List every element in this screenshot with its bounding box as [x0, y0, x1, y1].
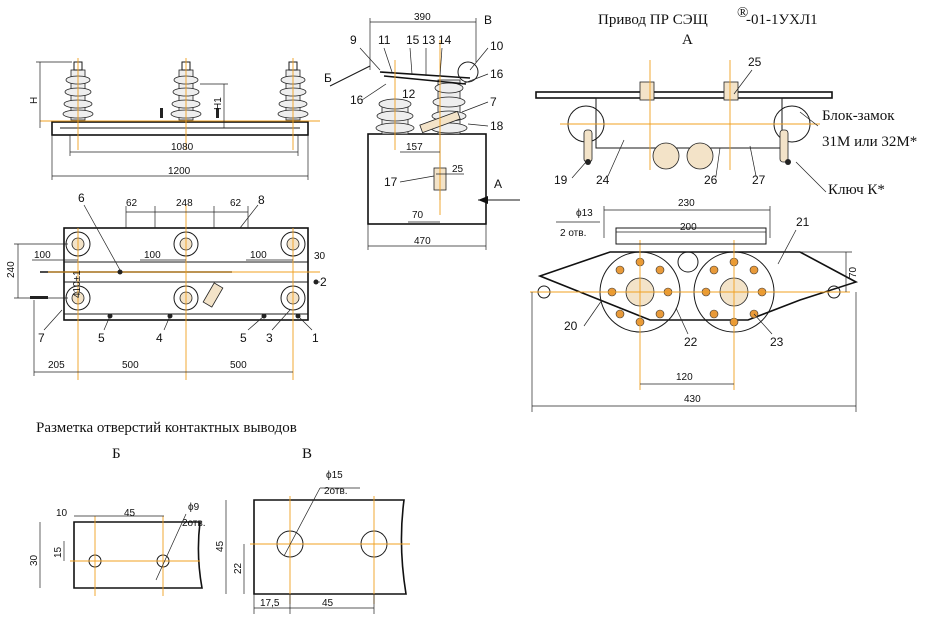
callout-26: 26	[704, 173, 718, 187]
callout-17: 17	[384, 175, 398, 189]
arrow-v-label: В	[484, 13, 492, 27]
callout-23: 23	[770, 335, 784, 349]
callout-16a: 16	[490, 67, 504, 81]
top-dim-100b: 100	[144, 250, 161, 261]
callout-5b: 5	[240, 331, 247, 345]
hole-v-plate	[253, 499, 407, 595]
top-dim-100a: 100	[34, 250, 51, 261]
hole-view-b-title: Б	[112, 446, 121, 462]
block-lock-variants: 31М или 32М*	[822, 134, 917, 150]
callout-12: 12	[402, 87, 416, 101]
callout-25-drive: 25	[748, 55, 762, 69]
callout-6: 6	[78, 191, 85, 205]
top-dim-240: 240	[6, 261, 17, 278]
callout-21: 21	[796, 215, 810, 229]
top-dim-30: 30	[314, 251, 326, 262]
hole-v-dim-175: 17,5	[260, 598, 280, 609]
callout-15: 15	[406, 33, 420, 47]
hole-v-dim-45v: 45	[215, 540, 226, 552]
top-dim-410: 410±1	[72, 270, 83, 298]
hole-v-dim-22: 22	[233, 562, 244, 574]
hole-b-dim-15: 15	[53, 546, 64, 558]
callout-27: 27	[752, 173, 766, 187]
hole-view-v-title: В	[302, 446, 312, 462]
drive-dim-120: 120	[676, 372, 693, 383]
callout-9: 9	[350, 33, 357, 47]
front-dim-1080: 1080	[171, 142, 194, 153]
holes-section: Разметка отверстий контактных выводов Б …	[29, 420, 410, 614]
side-dim-390: 390	[414, 12, 431, 23]
key-label: Ключ К*	[828, 182, 885, 198]
hole-b-dim-2otv: 2отв.	[182, 518, 206, 529]
drive-dim-200: 200	[680, 222, 697, 233]
hole-v-dim-45h: 45	[322, 598, 334, 609]
arrow-b-label: Б	[324, 71, 332, 85]
side-dim-470: 470	[414, 236, 431, 247]
top-dim-500a: 500	[122, 360, 139, 371]
drive-dim-70: 70	[848, 266, 859, 278]
side-dim-157: 157	[406, 142, 423, 153]
callout-13: 13	[422, 33, 436, 47]
drive-title-suffix: -01-1УХЛ1	[746, 12, 818, 28]
callout-2: 2	[320, 275, 327, 289]
drive-title: Привод ПР СЭЩ	[598, 12, 708, 28]
hole-b-dim-30: 30	[29, 554, 40, 566]
top-view: 62 248 62 100 100 100 240 30 410±1 205 5…	[6, 191, 327, 380]
callout-24: 24	[596, 173, 610, 187]
hole-b-plate	[73, 521, 203, 589]
top-dim-205: 205	[48, 360, 65, 371]
hole-b-dim-10: 10	[56, 508, 68, 519]
callout-18: 18	[490, 119, 504, 133]
callout-14: 14	[438, 33, 452, 47]
callout-5a: 5	[98, 331, 105, 345]
holes-title: Разметка отверстий контактных выводов	[36, 420, 297, 436]
drive-title-reg: ®	[737, 5, 748, 21]
side-frame	[367, 133, 487, 225]
callout-8: 8	[258, 193, 265, 207]
drive-view: Привод ПР СЭЩ ® -01-1УХЛ1 А 25 19 24 26 …	[530, 5, 917, 412]
front-dim-h: H	[29, 97, 40, 104]
front-base-frame	[51, 121, 309, 136]
callout-3: 3	[266, 331, 273, 345]
callout-10: 10	[490, 39, 504, 53]
top-dim-248: 248	[176, 198, 193, 209]
drive-dim-430: 430	[684, 394, 701, 405]
top-dim-62b: 62	[230, 198, 242, 209]
side-view: 390 157 25 70 470 9 11 15 13 14 10 16 16…	[324, 12, 520, 250]
callout-19: 19	[554, 173, 568, 187]
callout-7-side: 7	[490, 95, 497, 109]
top-dim-500b: 500	[230, 360, 247, 371]
callout-11: 11	[378, 33, 391, 47]
callout-7: 7	[38, 331, 45, 345]
drive-dim-13: ϕ13	[576, 208, 593, 219]
hole-v-dim-2otv: 2отв.	[324, 486, 348, 497]
hole-b-dim-9: ϕ9	[188, 502, 200, 513]
callout-1: 1	[312, 331, 319, 345]
arrow-a-label: А	[494, 177, 502, 191]
front-view: H H1 1080 1200	[29, 58, 320, 180]
callout-20: 20	[564, 319, 578, 333]
top-dim-62a: 62	[126, 198, 138, 209]
callout-22: 22	[684, 335, 698, 349]
side-dim-70: 70	[412, 210, 424, 221]
drive-dim-2otv: 2 отв.	[560, 228, 586, 239]
front-dim-1200: 1200	[168, 166, 191, 177]
callout-4: 4	[156, 331, 163, 345]
top-dim-100c: 100	[250, 250, 267, 261]
block-lock-label: Блок-замок	[822, 108, 895, 124]
side-dim-25: 25	[452, 164, 464, 175]
drive-dim-230: 230	[678, 198, 695, 209]
callout-16b: 16	[350, 93, 364, 107]
view-a-title: А	[682, 32, 693, 48]
front-dim-h1: H1	[213, 97, 224, 110]
hole-v-dim-15: ϕ15	[326, 470, 343, 481]
hole-b-dim-45: 45	[124, 508, 136, 519]
